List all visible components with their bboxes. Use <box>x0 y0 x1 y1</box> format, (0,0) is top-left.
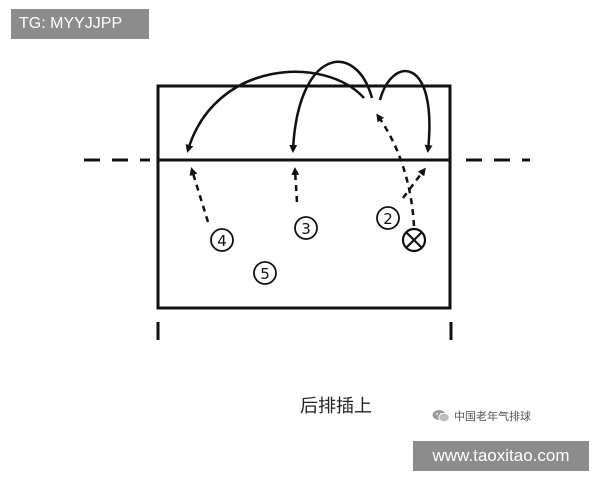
player-4-label: 4 <box>217 232 227 250</box>
setter-circle-cross-icon <box>401 227 427 253</box>
player-5: 5 <box>253 261 277 285</box>
court-outline <box>156 84 452 310</box>
watermark-text: 中国老年气排球 <box>454 410 531 423</box>
player-3-move-arrow <box>291 167 300 203</box>
player-5-label: 5 <box>260 265 270 283</box>
player-2-label: 2 <box>383 210 393 228</box>
player-3-label: 3 <box>301 220 311 238</box>
setter-move-arrow <box>376 113 416 227</box>
player-3: 3 <box>294 216 318 240</box>
player-4-move-arrow <box>189 167 210 223</box>
set-arc-to-4 <box>185 70 365 153</box>
watermark: 中国老年气排球 <box>432 408 531 424</box>
tag-label: TG: MYYJJPP <box>11 9 149 39</box>
player-4: 4 <box>210 228 234 252</box>
player-2: 2 <box>376 206 400 230</box>
wechat-icon <box>432 410 450 423</box>
diagram-caption: 后排插上 <box>300 396 372 417</box>
set-arc-to-2 <box>378 69 433 153</box>
set-arc-to-3 <box>289 60 374 153</box>
player-2-move-arrow <box>402 167 426 199</box>
site-url-label: www.taoxitao.com <box>413 441 589 471</box>
